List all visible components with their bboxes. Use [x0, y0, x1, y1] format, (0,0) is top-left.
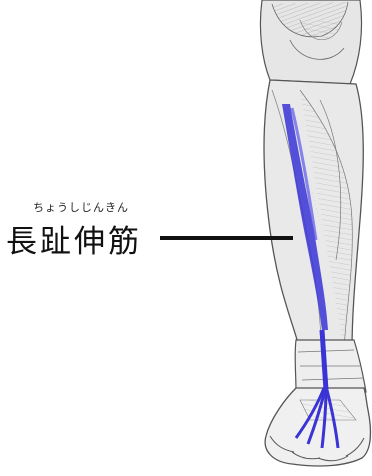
- knee-region: [260, 0, 361, 84]
- ankle-region: [295, 340, 366, 392]
- muscle-name-label: 長趾伸筋: [6, 216, 142, 261]
- muscle-name-reading: ちょうしじんきん: [8, 199, 154, 215]
- leader-line: [160, 236, 293, 240]
